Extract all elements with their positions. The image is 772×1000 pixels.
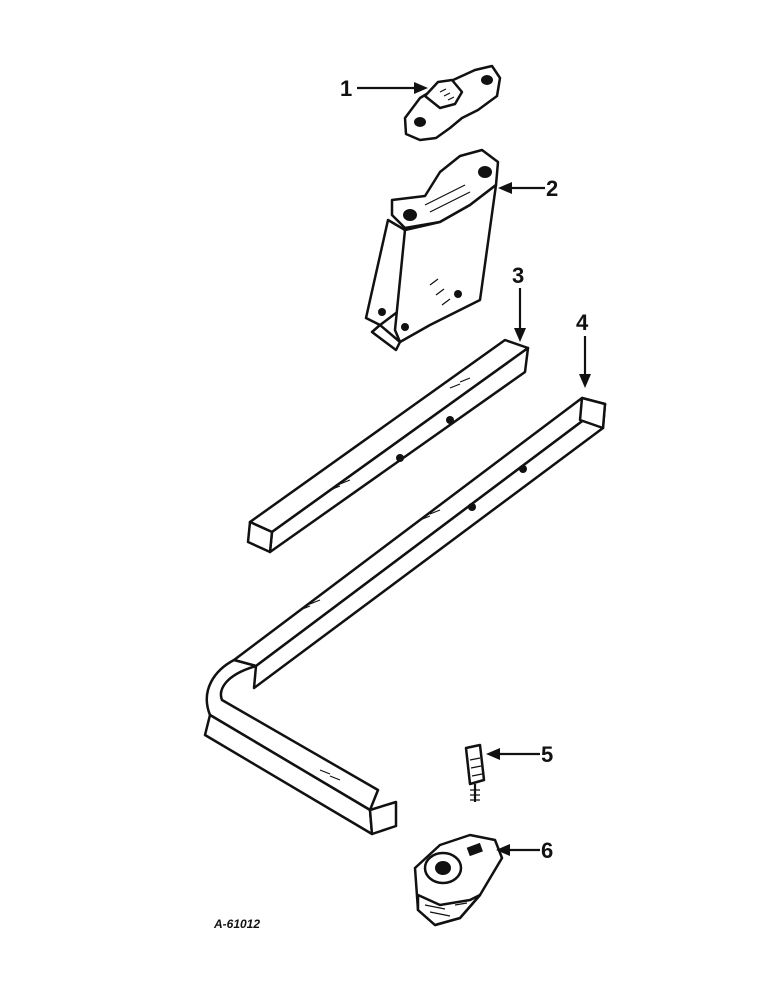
- bracket-hole-leg: [378, 308, 386, 316]
- bar4-hole-1: [468, 503, 476, 511]
- callout-label-5: 5: [541, 742, 553, 767]
- part-2-bracket: [364, 148, 500, 352]
- callout-label-2: 2: [546, 176, 558, 201]
- part-6-coupler-block: [413, 833, 504, 927]
- part-3-straight-bar: [246, 338, 530, 554]
- part-4-bent-bar: [203, 396, 607, 836]
- clamp-hole-right: [481, 75, 493, 85]
- bar4-hole-2: [519, 465, 527, 473]
- callout-3: 3: [512, 263, 526, 342]
- coupler-slot: [466, 842, 483, 857]
- bracket-hole-plate-1: [401, 323, 409, 331]
- bracket-hole-top: [478, 166, 492, 178]
- figure-reference-label: A-61012: [213, 917, 260, 931]
- callout-2: 2: [498, 176, 558, 201]
- callout-label-3: 3: [512, 263, 524, 288]
- coupler-bore: [435, 861, 451, 875]
- bracket-hole-plate-2: [454, 290, 462, 298]
- callout-5: 5: [486, 742, 553, 767]
- bar3-hole-1: [396, 454, 404, 462]
- callout-4: 4: [576, 310, 591, 388]
- callout-1: 1: [340, 76, 428, 101]
- callout-label-6: 6: [541, 838, 553, 863]
- callout-label-4: 4: [576, 310, 589, 335]
- callout-6: 6: [496, 838, 553, 863]
- callout-label-1: 1: [340, 76, 352, 101]
- part-1-clamp: [403, 64, 502, 142]
- bar3-hole-2: [446, 416, 454, 424]
- part-5-bolt: [464, 743, 486, 802]
- clamp-hole-left: [414, 117, 426, 127]
- bracket-hole-mid: [403, 209, 417, 221]
